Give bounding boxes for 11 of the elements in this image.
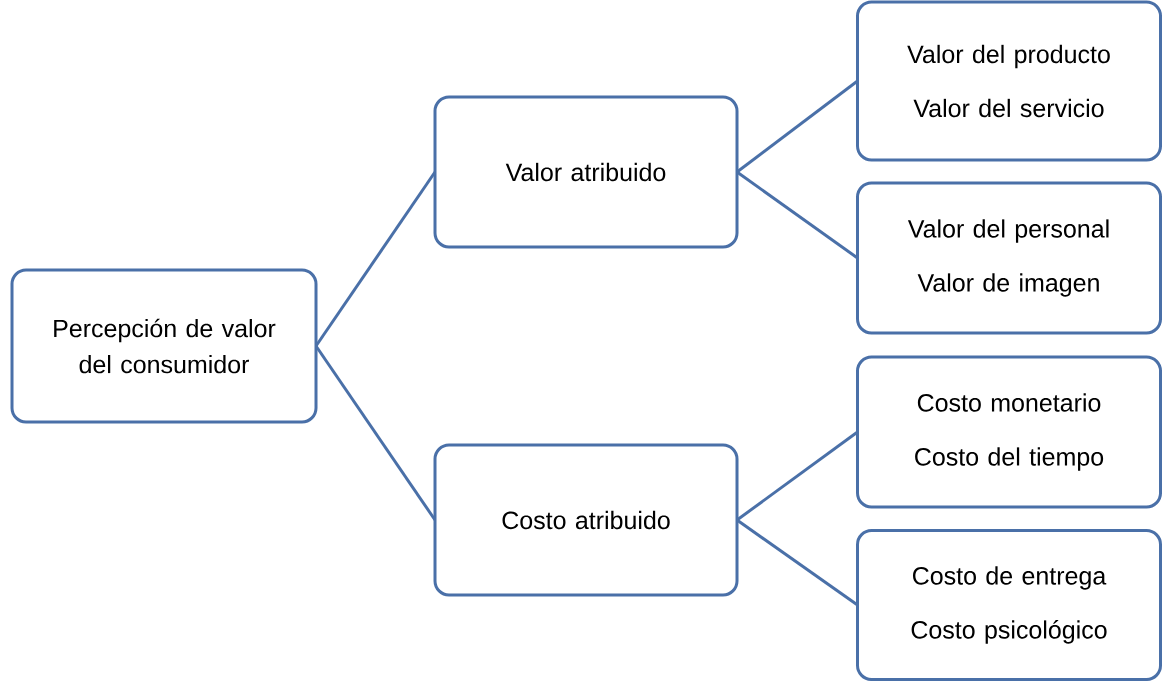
connector-line bbox=[736, 518, 859, 607]
category-box: Valor atribuido bbox=[433, 95, 739, 249]
item-box: Costo monetario Costo del tiempo bbox=[856, 355, 1162, 509]
item-box: Valor del producto Valor del servicio bbox=[856, 0, 1162, 162]
category-box: Percepción de valor del consumidor bbox=[10, 268, 318, 424]
category-box: Costo atribuido bbox=[433, 443, 739, 597]
item-box: Costo de entrega Costo psicológico bbox=[856, 529, 1162, 681]
item-box: Valor del personal Valor de imagen bbox=[856, 181, 1162, 335]
connector-line bbox=[736, 79, 859, 174]
connector-line bbox=[736, 170, 859, 260]
connector-line bbox=[736, 430, 859, 522]
